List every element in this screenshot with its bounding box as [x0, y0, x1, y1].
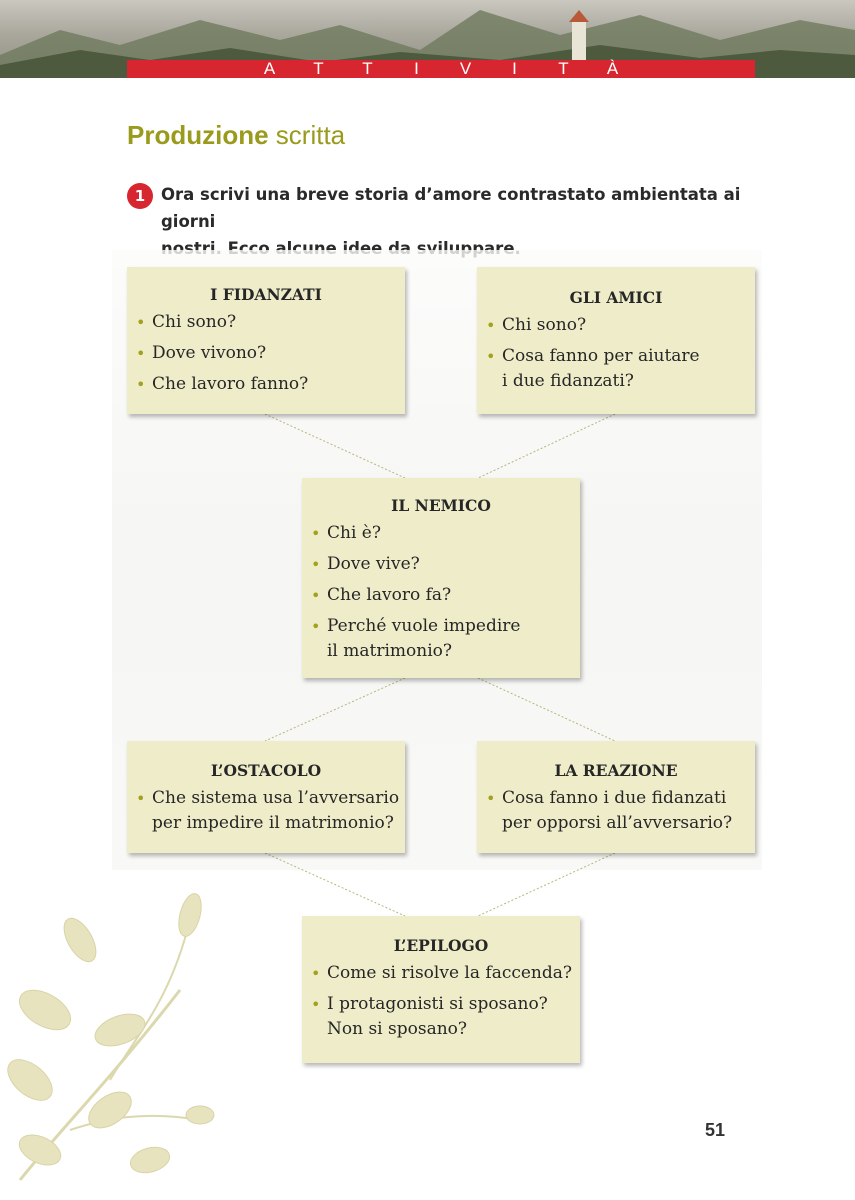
- section-letter: I: [414, 59, 419, 78]
- list-item: Come si risolve la faccenda?: [302, 961, 580, 986]
- header-banner: A T T I V I T À: [0, 0, 855, 78]
- box-title: I FIDANZATI: [210, 285, 322, 304]
- page-title: Produzione scritta: [127, 120, 345, 151]
- list-item: Cosa fanno per aiutare: [477, 344, 755, 369]
- title-bold: Produzione: [127, 120, 269, 150]
- box-reazione: LA REAZIONE Cosa fanno i due fidanzati p…: [477, 741, 755, 853]
- section-letter: T: [313, 59, 324, 78]
- box-ostacolo: L’OSTACOLO Che sistema usa l’avversario …: [127, 741, 405, 853]
- list-item: I protagonisti si sposano?: [302, 992, 580, 1017]
- list-item-continuation: i due fidanzati?: [502, 371, 634, 391]
- section-letter: À: [606, 59, 619, 78]
- list-item-continuation: il matrimonio?: [327, 641, 453, 661]
- box-nemico: IL NEMICO Chi è? Dove vive? Che lavoro f…: [302, 478, 580, 678]
- box-amici: GLI AMICI Chi sono? Cosa fanno per aiuta…: [477, 267, 755, 414]
- box-title: L’EPILOGO: [393, 936, 489, 955]
- section-strip: A T T I V I T À: [127, 60, 755, 78]
- list-item: Che lavoro fa?: [302, 583, 580, 608]
- list-item-continuation: per impedire il matrimonio?: [152, 813, 394, 833]
- box-title: GLI AMICI: [569, 288, 663, 307]
- list-item: Che sistema usa l’avversario: [127, 786, 405, 811]
- box-epilogo: L’EPILOGO Come si risolve la faccenda? I…: [302, 916, 580, 1063]
- section-letter: I: [512, 59, 517, 78]
- box-title: L’OSTACOLO: [210, 761, 322, 780]
- list-item: Chi sono?: [477, 313, 755, 338]
- exercise-number-badge: 1: [127, 183, 153, 209]
- list-item: Perché vuole impedire: [302, 614, 580, 639]
- box-title: LA REAZIONE: [554, 761, 678, 780]
- list-item-continuation: Non si sposano?: [327, 1019, 468, 1039]
- list-item: Chi sono?: [127, 310, 405, 335]
- page-number: 51: [705, 1120, 726, 1140]
- exercise-text-line: Ora scrivi una breve storia d’amore cont…: [161, 185, 741, 231]
- list-item: Cosa fanno i due fidanzati: [477, 786, 755, 811]
- title-rest: scritta: [268, 120, 346, 150]
- section-letter: A: [263, 59, 276, 78]
- box-fidanzati: I FIDANZATI Chi sono? Dove vivono? Che l…: [127, 267, 405, 414]
- rose-branch-decoration: [7, 893, 215, 1181]
- list-item: Dove vivono?: [127, 341, 405, 366]
- box-title: IL NEMICO: [391, 496, 491, 515]
- list-item-continuation: per opporsi all’avversario?: [502, 813, 733, 833]
- section-letter: T: [362, 59, 373, 78]
- list-item: Chi è?: [302, 521, 580, 546]
- list-item: Che lavoro fanno?: [127, 372, 405, 397]
- section-letter: T: [558, 59, 569, 78]
- section-letter: V: [459, 59, 472, 78]
- list-item: Dove vive?: [302, 552, 580, 577]
